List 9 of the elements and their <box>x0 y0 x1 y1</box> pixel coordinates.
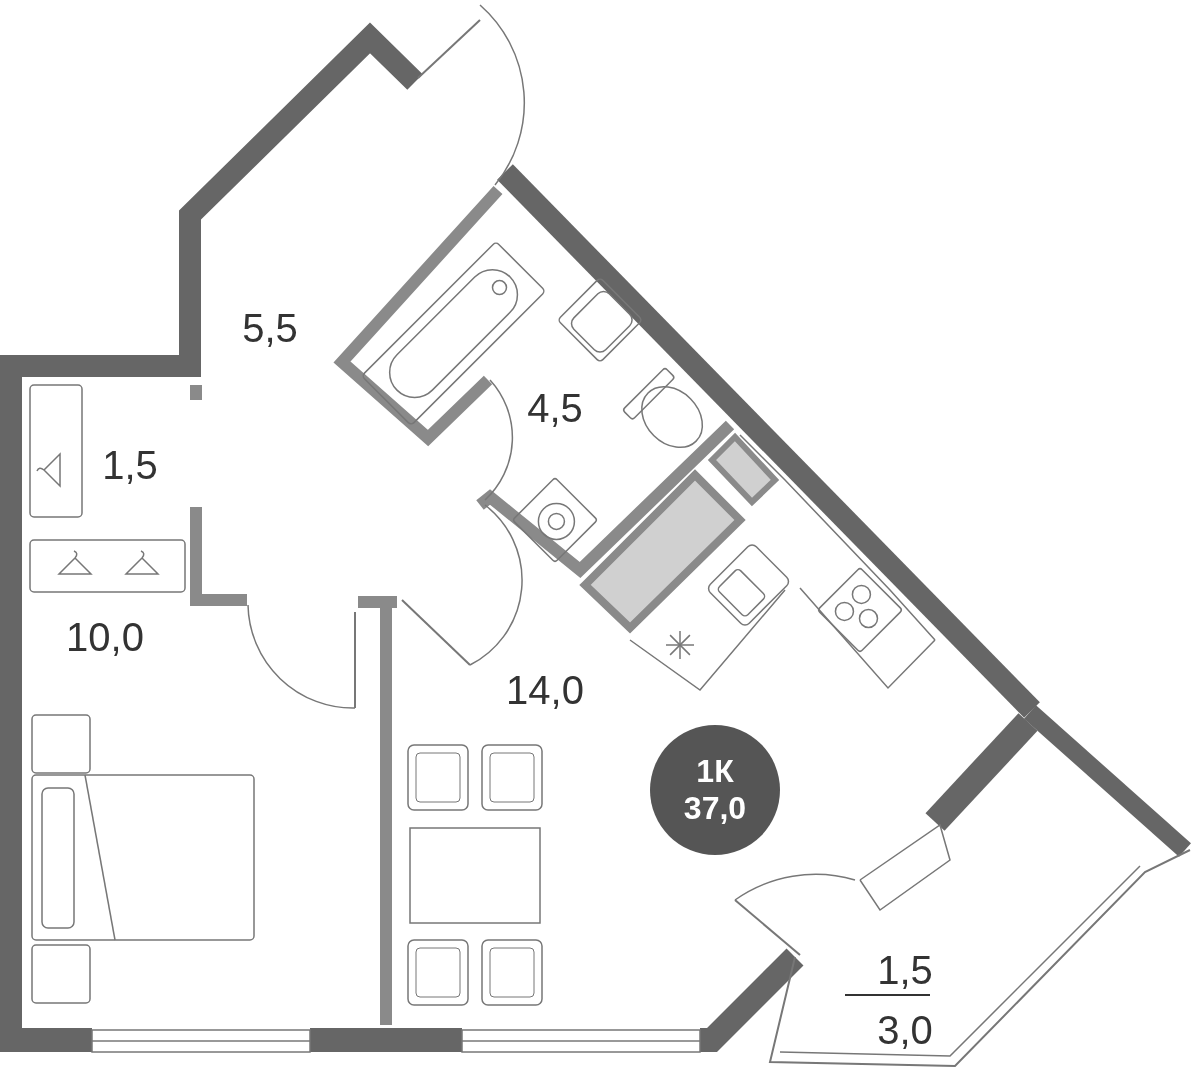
area-label: 14,0 <box>506 670 584 710</box>
area-label: 5,5 <box>242 308 298 348</box>
area-label: 3,0 <box>877 1010 933 1050</box>
area-label: 1,5 <box>102 445 158 485</box>
area-label: 10,0 <box>66 617 144 657</box>
area-label: 1,5 <box>877 950 933 990</box>
badge-text: 1К <box>696 753 734 790</box>
badge-text: 37,0 <box>683 790 747 827</box>
area-label: 4,5 <box>527 388 583 428</box>
